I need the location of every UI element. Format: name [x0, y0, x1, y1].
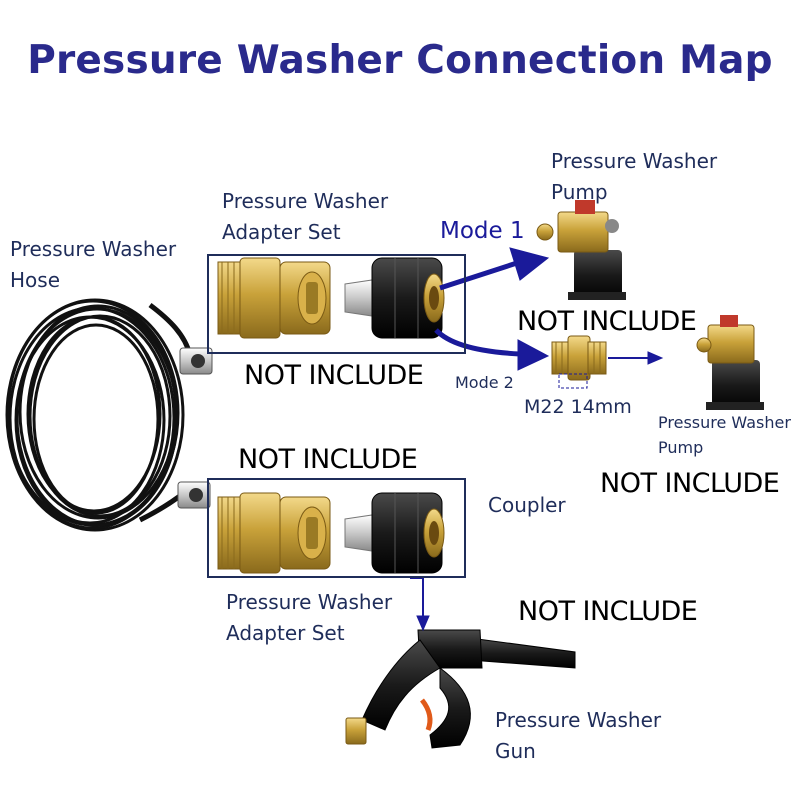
quick-connect-coupler-top [217, 257, 331, 339]
pump-top-label: Pressure Washer Pump [551, 146, 717, 208]
spray-gun-image [345, 629, 576, 749]
adapter-set-bottom-line2: Adapter Set [226, 621, 345, 645]
not-include-m22-adapter: NOT INCLUDE [517, 306, 697, 337]
adapter-set-bottom-line1: Pressure Washer [226, 590, 393, 614]
box-to-gun-arrow [410, 577, 430, 632]
hose-coil [5, 298, 193, 532]
hose-label-line1: Pressure Washer [10, 237, 177, 261]
not-include-adapter-top: NOT INCLUDE [244, 360, 424, 391]
pump-top-image [536, 200, 626, 300]
adapter-set-top-line1: Pressure Washer [222, 189, 389, 213]
pump-top-line2: Pump [551, 180, 608, 204]
not-include-gun: NOT INCLUDE [518, 596, 698, 627]
adapter-set-top-line2: Adapter Set [222, 220, 341, 244]
adapter-to-pump-arrow [608, 351, 664, 365]
m22-14mm-adapter [551, 335, 607, 389]
mode1-label: Mode 1 [440, 218, 525, 244]
coupler-label: Coupler [488, 493, 566, 517]
gun-label: Pressure Washer Gun [495, 705, 661, 767]
hose-label: Pressure Washer Hose [10, 234, 176, 296]
adapter-set-top-label: Pressure Washer Adapter Set [222, 186, 388, 248]
mode2-arrow [434, 328, 550, 371]
gun-label-line1: Pressure Washer [495, 708, 662, 732]
thread-size-label: M22 14mm [524, 396, 632, 418]
pump-top-line1: Pressure Washer [551, 149, 718, 173]
pump-right-image [696, 315, 764, 410]
hose-label-line2: Hose [10, 268, 60, 292]
quick-connect-coupler-bottom [217, 492, 331, 574]
adapter-set-bottom-label: Pressure Washer Adapter Set [226, 587, 392, 649]
not-include-bottom-set: NOT INCLUDE [238, 444, 418, 475]
gun-label-line2: Gun [495, 739, 536, 763]
hose-fitting-top [179, 347, 213, 375]
hose-fitting-bottom [177, 481, 211, 509]
page-title: Pressure Washer Connection Map [27, 38, 773, 83]
adapter-set-bottom-box [207, 478, 466, 578]
m22-swivel-bottom [344, 492, 445, 574]
mode1-arrow [439, 247, 550, 291]
adapter-set-top-box [207, 254, 466, 354]
pump-right-line2: Pump [658, 438, 704, 457]
pump-right-line1: Pressure Washer [658, 413, 791, 432]
not-include-right-pump: NOT INCLUDE [600, 468, 780, 499]
m22-swivel-top [344, 257, 445, 339]
pump-right-label: Pressure Washer Pump [658, 410, 791, 460]
mode2-label: Mode 2 [455, 373, 514, 392]
